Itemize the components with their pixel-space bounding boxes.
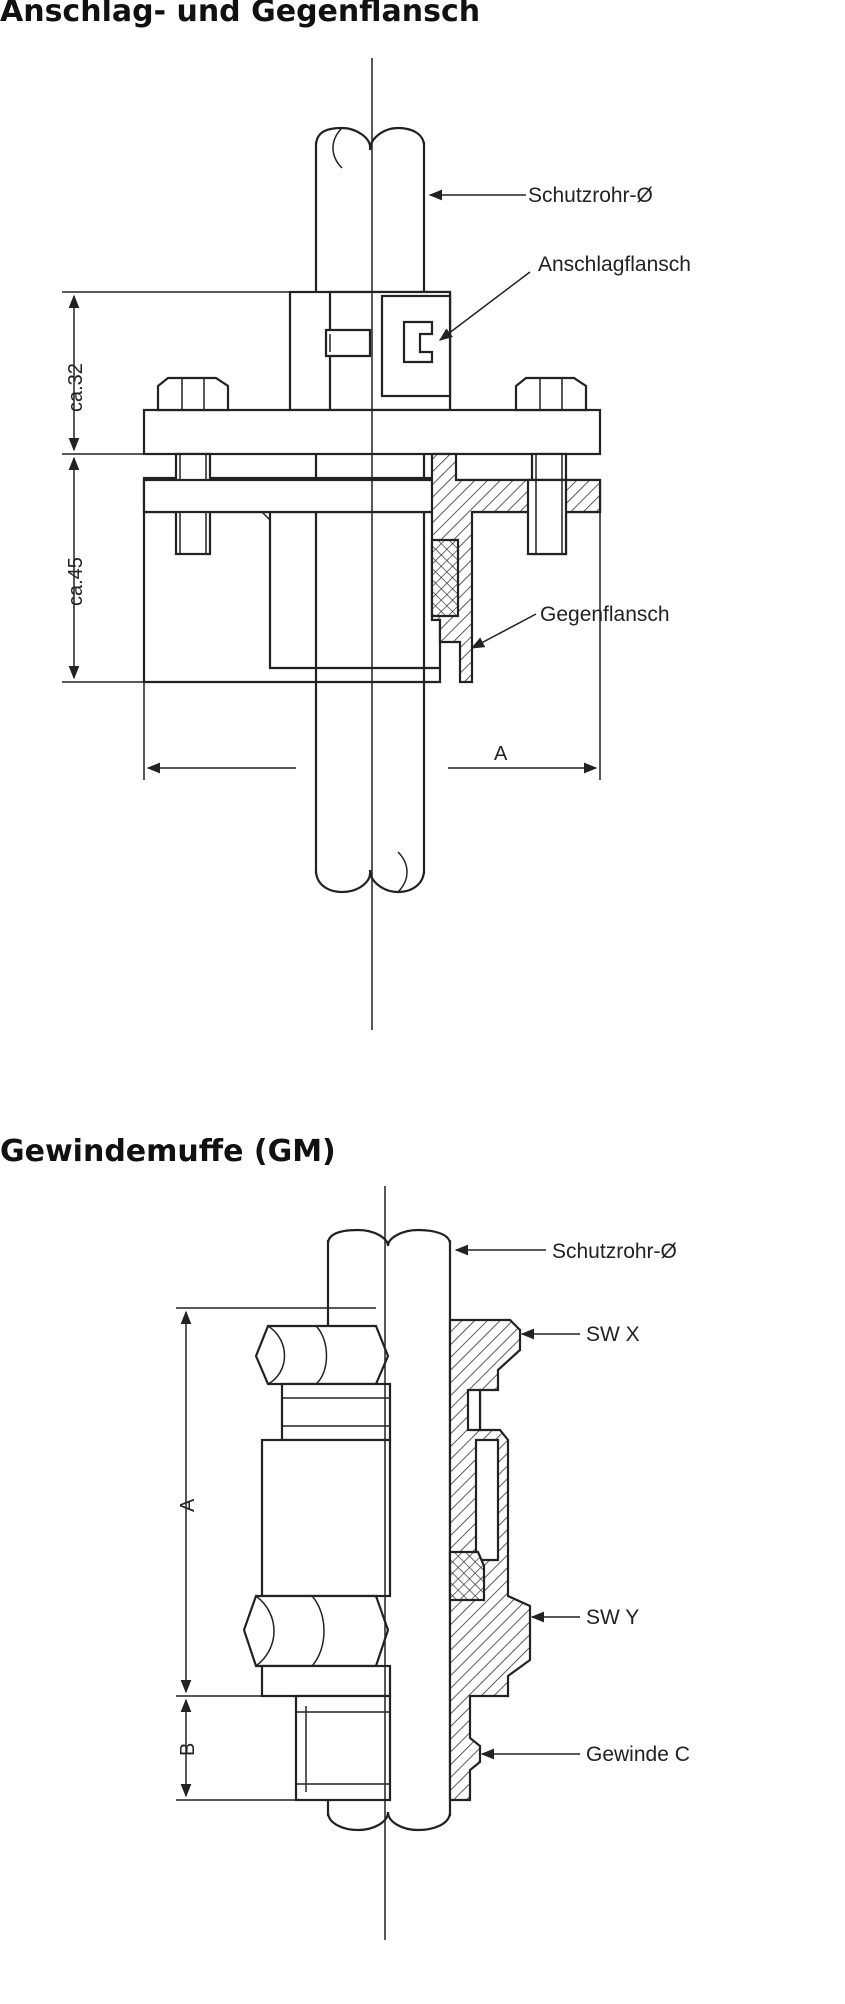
sw-y-label: SW Y bbox=[586, 1606, 639, 1629]
stop-flange-label: Anschlagflansch bbox=[538, 253, 691, 276]
thread-c-label: Gewinde C bbox=[586, 1743, 690, 1766]
dim-label-lower: ca.45 bbox=[65, 557, 87, 606]
stop-flange bbox=[288, 290, 452, 412]
socket-body bbox=[260, 1382, 392, 1598]
stop-flange-leader bbox=[438, 271, 531, 341]
counter-flange-label: Gegenflansch bbox=[540, 603, 670, 626]
section-title-flange: Anschlag- und Gegenflansch bbox=[0, 0, 481, 29]
flange-body-left bbox=[142, 476, 446, 684]
counter-flange-section bbox=[430, 452, 602, 684]
hex-nut-y bbox=[242, 1594, 392, 1698]
dim2-label-b: B bbox=[177, 1743, 199, 1756]
socket-section-hatched bbox=[448, 1318, 532, 1802]
hex-nut-x bbox=[254, 1324, 390, 1386]
counter-flange-leader bbox=[470, 613, 537, 649]
tube-label-2: Schutzrohr-Ø bbox=[552, 1240, 677, 1263]
sw-x-label: SW X bbox=[586, 1323, 640, 1346]
threaded-socket-drawing: Schutzrohr-Ø SW X SW Y Gewinde C A B bbox=[176, 1186, 690, 1940]
tube-label-1: Schutzrohr-Ø bbox=[528, 184, 653, 207]
dim-label-upper: ca.32 bbox=[65, 363, 87, 412]
flange-drawing: Schutzrohr-Ø Anschlagflansch Gegenflansc… bbox=[62, 58, 691, 1030]
dim-a-label: A bbox=[494, 743, 508, 765]
dim2-label-a: A bbox=[177, 1498, 199, 1512]
protective-tube bbox=[314, 126, 426, 894]
section-title-threaded-socket: Gewindemuffe (GM) bbox=[0, 1134, 336, 1169]
thread-c bbox=[294, 1694, 392, 1802]
